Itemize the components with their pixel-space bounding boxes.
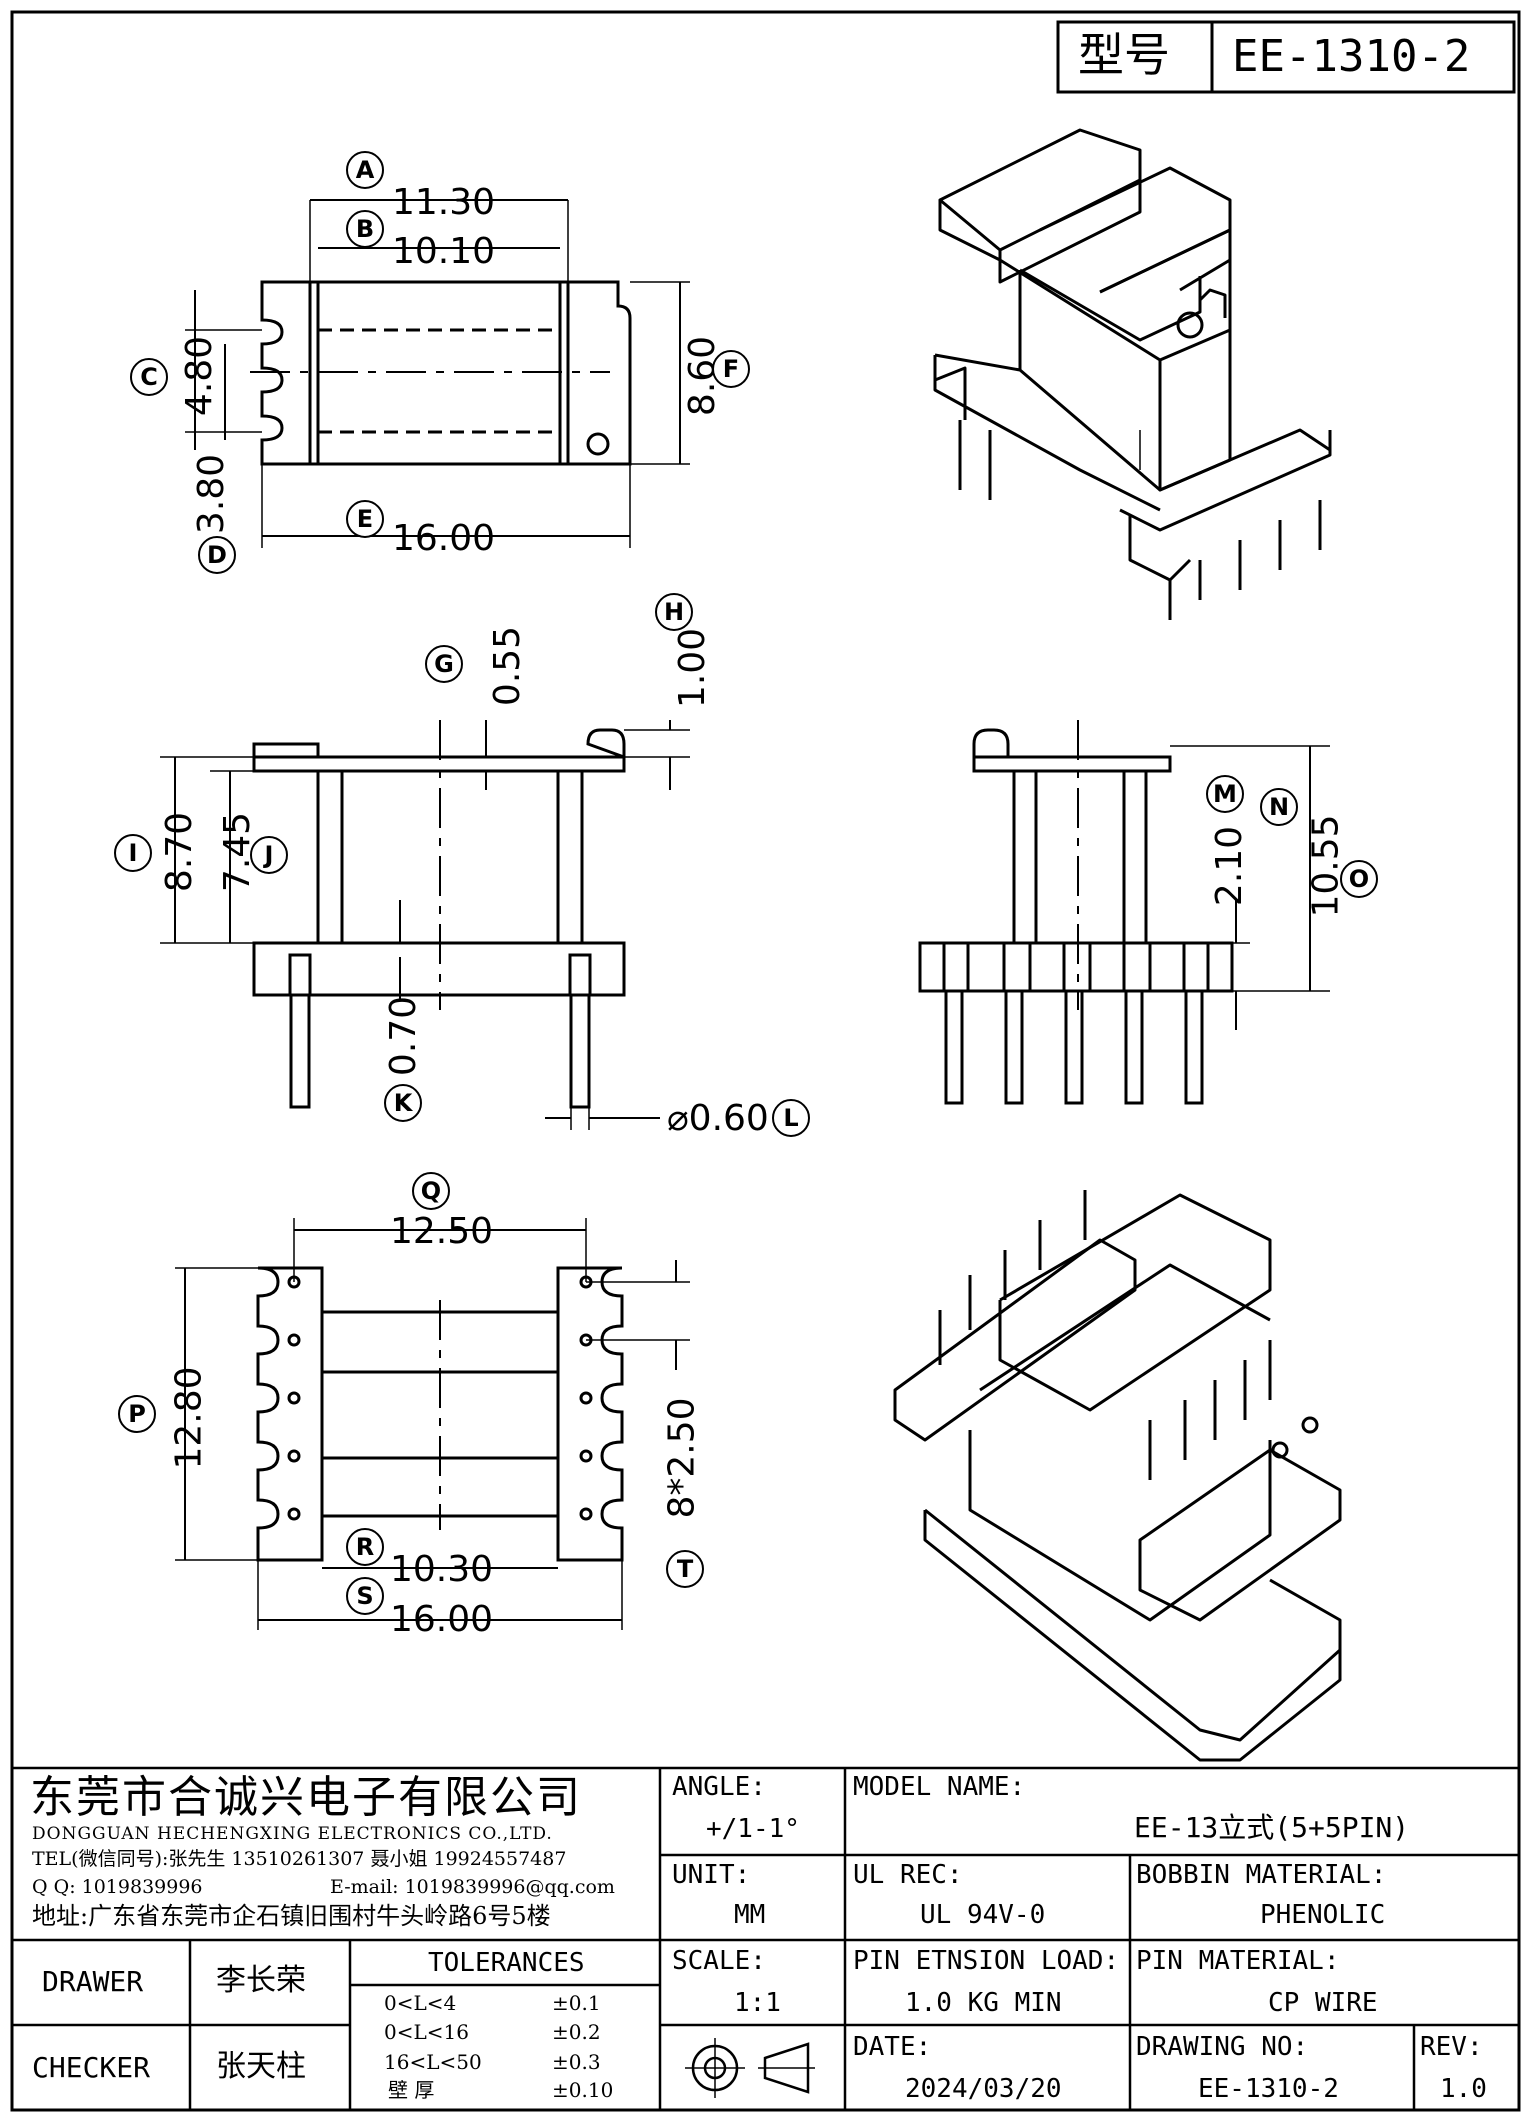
angle-label: ANGLE: <box>672 1772 766 1802</box>
callout-J: J <box>250 836 288 874</box>
dim-M: 2.10 <box>1209 825 1251 907</box>
callout-C: C <box>130 358 168 396</box>
dim-G: 0.55 <box>487 625 529 707</box>
angle-value: +/1-1° <box>706 1814 800 1844</box>
company-en: DONGGUAN HECHENGXING ELECTRONICS CO.,LTD… <box>32 1824 553 1844</box>
bobbin-material-label: BOBBIN MATERIAL: <box>1136 1860 1387 1890</box>
checker-label: CHECKER <box>32 2051 151 2084</box>
callout-A: A <box>346 151 384 189</box>
callout-I: I <box>114 834 152 872</box>
dim-H: 1.00 <box>672 627 714 709</box>
callout-L: L <box>772 1099 810 1137</box>
date-label: DATE: <box>853 2032 932 2062</box>
tol-value-2: ±0.3 <box>552 2050 601 2074</box>
callout-B: B <box>346 210 384 248</box>
rev-value: 1.0 <box>1440 2074 1487 2104</box>
callout-N: N <box>1260 788 1298 826</box>
dim-C: 4.80 <box>179 335 221 417</box>
tol-value-0: ±0.1 <box>552 1991 601 2015</box>
unit-value: MM <box>734 1900 766 1930</box>
pin-material-value: CP WIRE <box>1268 1988 1378 2018</box>
tol-range-2: 16<L<50 <box>384 2050 482 2074</box>
tol-range-0: 0<L<4 <box>384 1991 457 2015</box>
callout-O: O <box>1340 860 1378 898</box>
pin-load-value: 1.0 KG MIN <box>905 1988 1062 2018</box>
dim-T: 8*2.50 <box>661 1397 703 1519</box>
dim-Q: 12.50 <box>390 1211 494 1252</box>
dim-S: 16.00 <box>390 1599 494 1640</box>
tol-value-1: ±0.2 <box>552 2020 601 2044</box>
scale-value: 1:1 <box>734 1988 781 2018</box>
company-tel: TEL(微信同号):张先生 13510261307 聂小姐 1992455748… <box>32 1848 567 1870</box>
dim-R: 10.30 <box>390 1549 494 1590</box>
dim-B: 10.10 <box>392 231 496 272</box>
callout-K: K <box>384 1084 422 1122</box>
bobbin-material-value: PHENOLIC <box>1260 1900 1386 1930</box>
dim-K: 0.70 <box>383 995 425 1077</box>
dim-D: 3.80 <box>191 453 233 535</box>
company-email: E-mail: 1019839996@qq.com <box>330 1876 615 1898</box>
drawing-no-value: EE-1310-2 <box>1198 2074 1339 2104</box>
ul-rec-label: UL REC: <box>853 1860 963 1890</box>
model-label: 型号 <box>1078 28 1170 82</box>
model-name-value: EE-13立式(5+5PIN) <box>1134 1811 1410 1844</box>
iso-view-top <box>933 128 1332 620</box>
rev-label: REV: <box>1420 2032 1483 2062</box>
front-view <box>160 720 690 1130</box>
company-qq: Q Q: 1019839996 <box>32 1876 203 1898</box>
model-value: EE-1310-2 <box>1232 31 1471 82</box>
tolerances-label: TOLERANCES <box>428 1948 585 1978</box>
scale-label: SCALE: <box>672 1946 766 1976</box>
company-cn: 东莞市合诚兴电子有限公司 <box>30 1772 582 1823</box>
drawer-label: DRAWER <box>42 1965 144 1998</box>
callout-D: D <box>198 536 236 574</box>
callout-Q: Q <box>412 1172 450 1210</box>
callout-P: P <box>118 1395 156 1433</box>
iso-view-bottom <box>893 1190 1342 1762</box>
callout-E: E <box>346 500 384 538</box>
callout-S: S <box>346 1577 384 1615</box>
drawer-value: 李长荣 <box>216 1963 306 1998</box>
tol-range-1: 0<L<16 <box>384 2020 469 2044</box>
pin-load-label: PIN ETNSION LOAD: <box>853 1946 1120 1976</box>
dim-P: 12.80 <box>168 1366 210 1470</box>
top-view <box>185 199 690 548</box>
date-value: 2024/03/20 <box>905 2074 1062 2104</box>
model-name-label: MODEL NAME: <box>853 1772 1026 1802</box>
tol-value-3: ±0.10 <box>552 2078 614 2102</box>
dim-O: 10.55 <box>1305 814 1347 918</box>
bottom-view <box>175 1218 690 1630</box>
header-model-box <box>1056 20 1516 94</box>
callout-H: H <box>655 593 693 631</box>
unit-label: UNIT: <box>672 1860 751 1890</box>
pin-material-label: PIN MATERIAL: <box>1136 1946 1340 1976</box>
dim-L: ⌀0.60 <box>667 1098 769 1139</box>
callout-T: T <box>666 1550 704 1588</box>
sheet-border <box>10 10 1521 2112</box>
dim-E: 16.00 <box>392 518 496 559</box>
callout-G: G <box>425 645 463 683</box>
dim-I: 8.70 <box>159 811 201 893</box>
drawing-no-label: DRAWING NO: <box>1136 2032 1309 2062</box>
callout-F: F <box>712 350 750 388</box>
callout-R: R <box>346 1528 384 1566</box>
dim-A: 11.30 <box>392 182 496 223</box>
tol-range-3: 壁 厚 <box>388 2078 435 2102</box>
title-block-grid <box>12 1766 1519 2110</box>
company-address: 地址:广东省东莞市企石镇旧围村牛头岭路6号5楼 <box>32 1902 551 1930</box>
side-view <box>918 720 1330 1105</box>
callout-M: M <box>1206 775 1244 813</box>
checker-value: 张天柱 <box>216 2049 306 2084</box>
ul-rec-value: UL 94V-0 <box>920 1900 1046 1930</box>
